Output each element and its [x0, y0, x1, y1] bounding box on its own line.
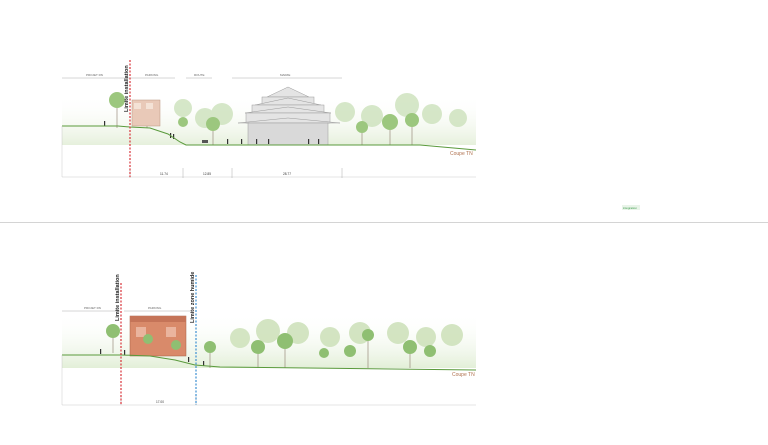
dimension-1: 11.74	[160, 172, 168, 176]
logo-layer: intégration	[622, 205, 640, 210]
tree-trunks-bottom	[112, 338, 411, 368]
zone-label-parking: PARKING	[145, 73, 159, 77]
logo-text: intégration	[623, 206, 637, 210]
section-bottom-drawing: PROJET RN PARKING	[61, 272, 477, 406]
limit-zone-humide-label: Limite zone humide	[190, 272, 196, 323]
zone-label-route: ROUTE	[194, 73, 205, 77]
terrain-label: Coupe TN	[450, 151, 473, 157]
foreground-trees-bottom	[106, 324, 436, 358]
terrain-label-bottom: Coupe TN	[452, 372, 475, 378]
section-top: PROJET RN PARKING ROUTE MAIRIE	[0, 0, 768, 221]
limit-installation-label: Limite installation	[124, 65, 130, 112]
house-building	[131, 99, 161, 127]
dimension-2: 12.85	[203, 172, 211, 176]
car	[202, 140, 208, 143]
logo-mark	[622, 205, 640, 210]
limit-installation-label-bottom: Limite installation	[115, 274, 121, 321]
zone-label-projet: PROJET RN	[86, 73, 103, 77]
terrain-line	[62, 125, 477, 151]
zone-label-mairie: MAIRIE	[280, 73, 290, 77]
people-figures-bottom	[100, 349, 205, 366]
section-frame-bottom	[61, 355, 476, 406]
section-bottom: PROJET RN PARKING	[0, 222, 768, 445]
section-top-drawing: PROJET RN PARKING ROUTE MAIRIE	[61, 60, 477, 178]
background-trees-bottom	[230, 319, 463, 348]
zone-label-parking-bottom: PARKING	[148, 306, 162, 310]
dimension-3: 28.77	[283, 172, 291, 176]
section-frame	[61, 126, 476, 178]
terrain-line-bottom	[62, 354, 477, 371]
dimension-bottom-1: 17.00	[156, 400, 164, 404]
zone-label-projet-bottom: PROJET RN	[84, 306, 101, 310]
red-building	[129, 315, 187, 357]
